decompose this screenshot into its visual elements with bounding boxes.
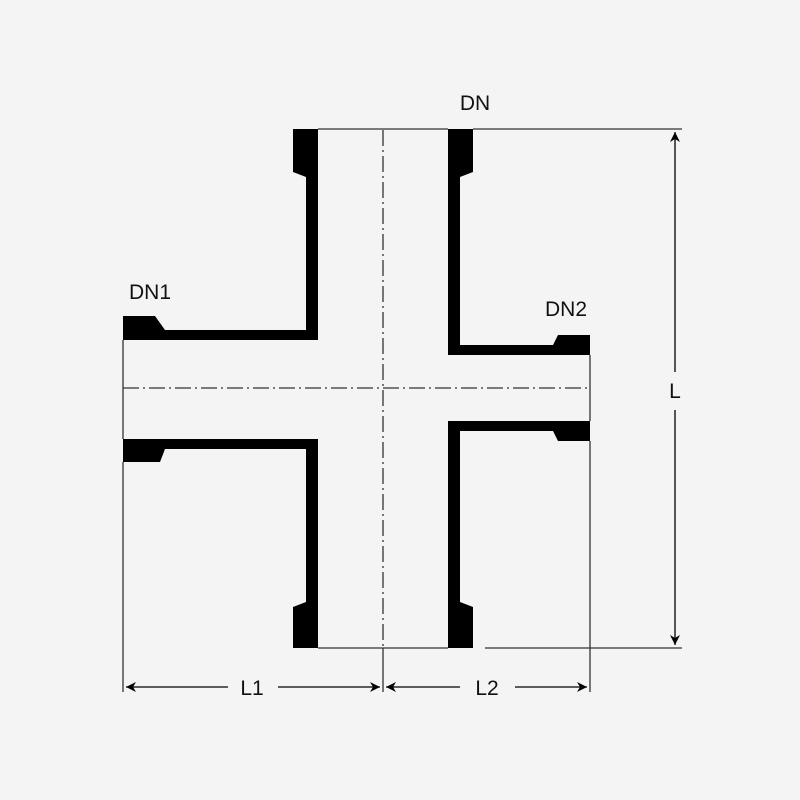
label-l: L: [669, 380, 681, 403]
flange-dn2-top: [553, 335, 590, 355]
label-dn2: DN2: [545, 298, 587, 321]
label-dn1: DN1: [129, 281, 171, 304]
label-l2: L2: [475, 677, 498, 700]
flange-dn1-top: [123, 316, 165, 340]
wall-upper-right: [448, 129, 553, 355]
label-l1: L1: [240, 677, 263, 700]
wall-lower-right: [448, 421, 590, 648]
fitting-walls: [123, 129, 590, 648]
outline-lines: [122, 128, 682, 692]
dimension-lines: [126, 132, 680, 692]
centerlines: [123, 130, 590, 648]
wall-upper-left: [160, 129, 318, 340]
label-dn: DN: [460, 92, 490, 115]
wall-lower-left: [123, 439, 318, 648]
